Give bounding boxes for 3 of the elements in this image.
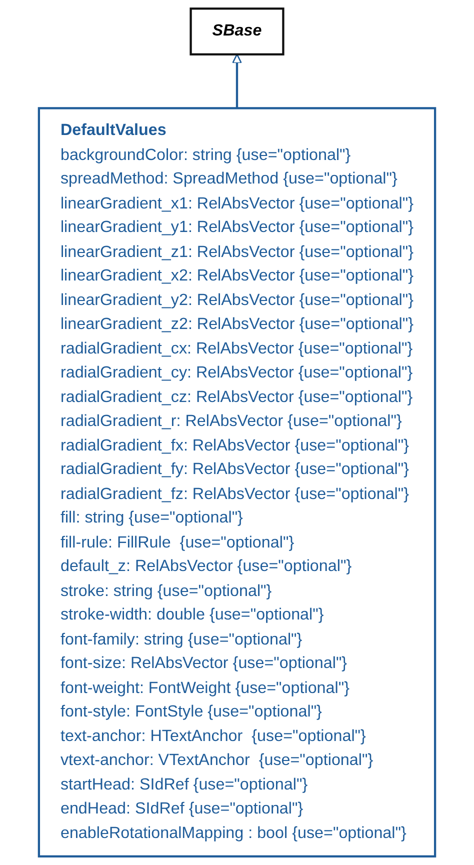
arrow [232, 54, 242, 108]
node-box: SBase [190, 8, 284, 56]
node-box: DefaultValues backgroundColor: string {use="optional"} spreadMethod: SpreadMethod {use="optional"} linearGradient_x1: RelAbsVector {use="optional"} linearGradient_y1: RelAbsVector {use="optional"} linearGradient_z1: RelAbsVector {use="optional"} linearGradient_x2: RelAbsVector {use="optional"} linearGradient_y2: RelAbsVector {use="optional"} linearGradient_z2: RelAbsVector {use="optional"} radialGradient_cx: RelAbsVector {use="optional"} radialGradient_cy: RelAbsVector {use="optional"} radialGradient_cz: RelAbsVector {use="optional"} radialGradient_r: RelAbsVector {use="optional"} radialGradient_fx: RelAbsVector {use="optional"} radialGradient_fy: RelAbsVector {use="optional"} radialGradient_fz: RelAbsVector {use="optional"} fill: string {use="optional"} fill-rule: FillRule {use="optional"} default_z: RelAbsVector {use="optional"} stroke: string {use="optional"} stroke-width: double {use="optional"} font-family: string {use="optional"} font-size: RelAbsVector {use="optional"} font-weight: FontWeight {use="optional"} font-style: FontStyle {use="optional"} text-anchor: HTextAnchor {use="optional"} vtext-anchor: VTextAnchor {use="optional"} startHead: SIdRef {use="optional"} endHead: SIdRef {use="optional"} enableRotationalMapping : bool {use="optional"} [38, 107, 436, 858]
